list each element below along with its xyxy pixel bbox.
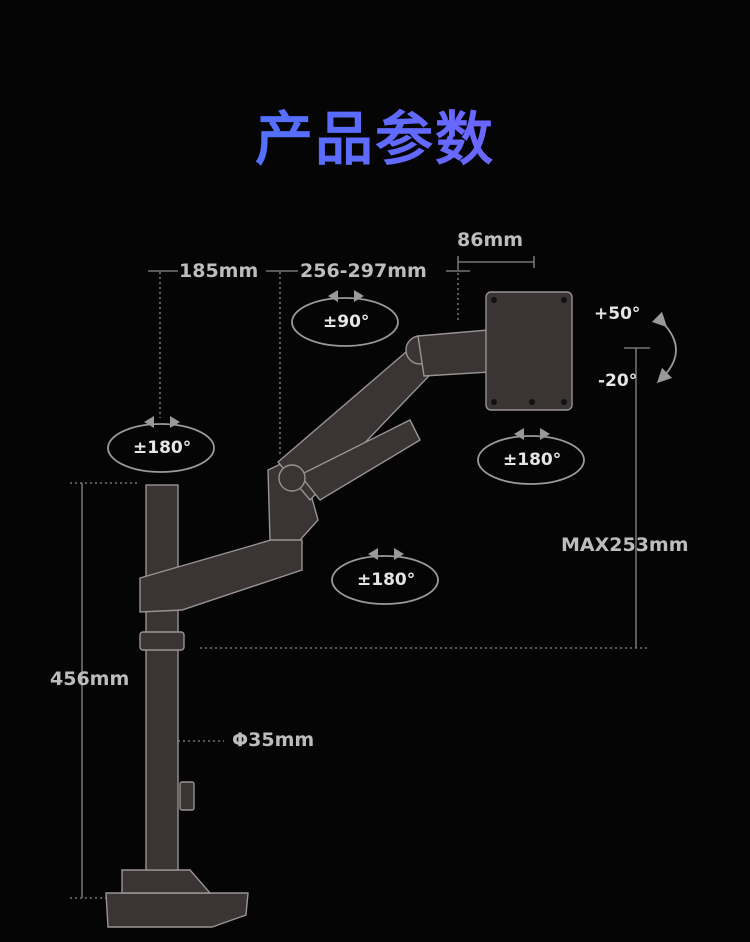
- rotation-indicators: [107, 297, 677, 605]
- monitor-arm: [105, 291, 573, 928]
- tilt-down-label: -20°: [598, 371, 638, 391]
- top-arm-rotation-label: ±90°: [323, 312, 370, 332]
- lower-arm-rotation-label: ±180°: [357, 570, 416, 590]
- plate-width-label: 86mm: [457, 229, 524, 251]
- tilt-joint: [417, 329, 491, 377]
- page-title: 产品参数: [0, 92, 750, 176]
- top-arm-rotation: [291, 297, 399, 347]
- pole-rotation: [107, 423, 215, 473]
- arm-length-label: 256-297mm: [300, 260, 427, 282]
- desk-clamp: [105, 892, 249, 928]
- pole-diameter-label: Φ35mm: [232, 729, 315, 751]
- max-height-label: MAX253mm: [561, 534, 689, 556]
- dimension-lines: [70, 256, 650, 899]
- lower-arm-rotation: [331, 555, 439, 605]
- arm-offset-label: 185mm: [179, 260, 259, 282]
- tilt-up-label: +50°: [594, 304, 641, 324]
- pole: [145, 484, 179, 871]
- pole-height-label: 456mm: [50, 668, 130, 690]
- vesa-plate: [485, 291, 573, 411]
- tilt-arc: [651, 311, 677, 384]
- pole-rotation-label: ±180°: [133, 438, 192, 458]
- vesa-rotation-label: ±180°: [503, 450, 562, 470]
- pole-collar: [139, 631, 185, 651]
- vesa-rotation: [477, 435, 585, 485]
